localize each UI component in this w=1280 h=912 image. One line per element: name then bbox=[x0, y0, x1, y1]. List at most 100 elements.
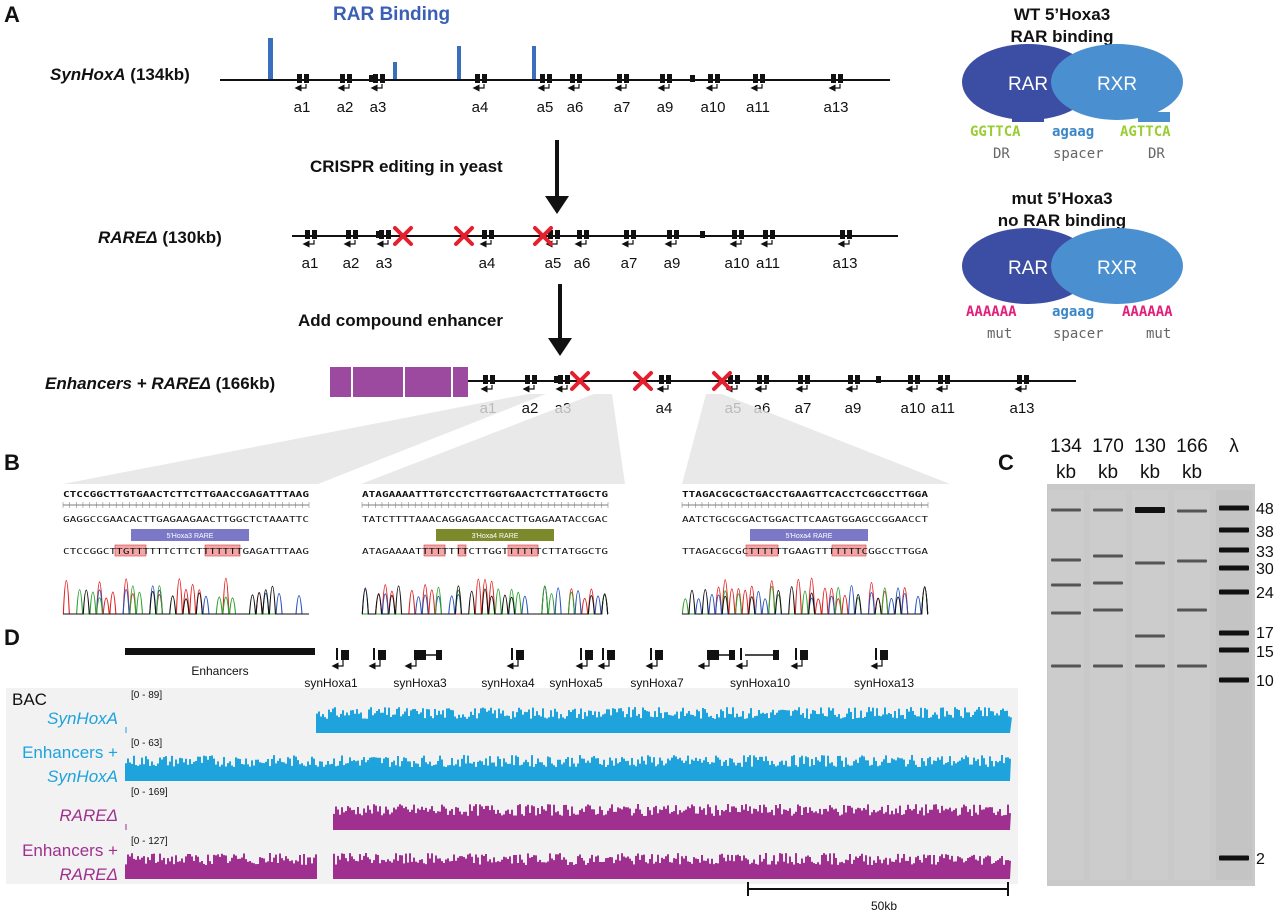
panel-label-c: C bbox=[998, 450, 1014, 475]
track-name: Enhancers + bbox=[22, 743, 118, 762]
gel-band bbox=[1093, 554, 1123, 558]
wt-dr-right: AGTTCA bbox=[1120, 124, 1171, 140]
bac-label: BAC bbox=[12, 690, 47, 709]
gene-label: a11 bbox=[756, 255, 780, 272]
gel-band bbox=[1093, 608, 1123, 612]
gel-marker-label: 10 bbox=[1256, 673, 1274, 690]
mut-title-1: mut 5’Hoxa3 bbox=[1011, 189, 1112, 208]
gel-band bbox=[1219, 647, 1249, 653]
rar-peak bbox=[457, 46, 461, 80]
track-gene-label: synHoxa1 bbox=[304, 676, 358, 690]
complement-sequence: GAGGCCGAACACTTGAGAAGAACTTGGCTCTAAATTC bbox=[63, 515, 309, 524]
gel-band bbox=[1093, 664, 1123, 668]
gel-band bbox=[1219, 855, 1249, 861]
wt-title-2: RAR binding bbox=[1011, 27, 1114, 46]
gene-label: a5 bbox=[537, 99, 554, 116]
gel-band bbox=[1219, 505, 1249, 511]
gel-lanes bbox=[1048, 490, 1252, 880]
track-name: SynHoxA bbox=[47, 709, 118, 728]
gene-label: a5 bbox=[545, 255, 562, 272]
gel-lane-size: 166 bbox=[1176, 436, 1208, 457]
track-name-2: RAREΔ bbox=[59, 865, 118, 884]
gel-band bbox=[1177, 559, 1207, 563]
rar-peak bbox=[393, 62, 397, 80]
gene-label: a3 bbox=[370, 99, 387, 116]
gel-band bbox=[1177, 608, 1207, 612]
gel-band bbox=[1219, 547, 1249, 553]
gel-marker-label: 24 bbox=[1256, 585, 1274, 602]
gel-band bbox=[1093, 508, 1123, 512]
track-name: Enhancers + bbox=[22, 841, 118, 860]
step-enhancer-label: Add compound enhancer bbox=[298, 311, 503, 330]
gel-lane-size: 170 bbox=[1092, 436, 1124, 457]
wt-sub-left: DR bbox=[993, 146, 1010, 162]
wt-spacer: agaag bbox=[1052, 124, 1094, 140]
gene-label: a6 bbox=[567, 99, 584, 116]
gel-marker-label: 2 bbox=[1256, 851, 1265, 868]
gel-lane-unit: kb bbox=[1098, 462, 1118, 483]
coverage-track: [0 - 127]Enhancers +RAREΔ bbox=[22, 836, 1011, 884]
chromatogram: ATAGAAAATTTGTCCTCTTGGTGAACTCTTATGGCTGTAT… bbox=[361, 486, 609, 616]
gel-marker-label: 48 bbox=[1256, 501, 1274, 518]
gene-label: a13 bbox=[1009, 400, 1034, 417]
wt-title-1: WT 5’Hoxa3 bbox=[1014, 5, 1110, 24]
deletion-cross-icon bbox=[712, 371, 732, 391]
gene-label: a9 bbox=[845, 400, 862, 417]
panel-label-b: B bbox=[4, 450, 20, 475]
gel-lane-unit: kb bbox=[1056, 462, 1076, 483]
track-gene-label: synHoxa13 bbox=[854, 676, 914, 690]
panel-label-d: D bbox=[4, 625, 20, 650]
track-gene-label: synHoxa10 bbox=[730, 676, 790, 690]
gene-label: a13 bbox=[832, 255, 857, 272]
gene-label: a3 bbox=[376, 255, 393, 272]
wt-sub-mid: spacer bbox=[1053, 146, 1104, 162]
coverage-tracks: [0 - 89]SynHoxA[0 - 63]Enhancers +SynHox… bbox=[22, 690, 1012, 884]
gel-marker-label: 33 bbox=[1256, 544, 1274, 561]
gel-band bbox=[1219, 677, 1249, 683]
construct-enhancers-rare-label: Enhancers + RAREΔ (166kb) bbox=[45, 374, 275, 393]
gel-band bbox=[1177, 664, 1207, 668]
gene-label: a2 bbox=[343, 255, 360, 272]
gel-marker-label: 15 bbox=[1256, 644, 1274, 661]
gel-band bbox=[1051, 508, 1081, 512]
gel-lane-size: 130 bbox=[1134, 436, 1166, 457]
gel-marker-label: 38 bbox=[1256, 524, 1274, 541]
rar-peak bbox=[268, 38, 273, 80]
mut-left: AAAAAA bbox=[966, 304, 1017, 320]
gel-marker-label: 30 bbox=[1256, 561, 1274, 578]
mut-sub-left: mut bbox=[987, 326, 1012, 342]
gene-label: a1 bbox=[302, 255, 319, 272]
gel-band bbox=[1051, 664, 1081, 668]
gel-band bbox=[1219, 589, 1249, 595]
gel-band bbox=[1135, 561, 1165, 565]
coverage-signal bbox=[316, 707, 1012, 733]
rar-text-mut: RAR bbox=[1008, 258, 1048, 279]
gene-label: a7 bbox=[795, 400, 812, 417]
coverage-signal bbox=[125, 853, 1011, 879]
construct-rare-delta-label: RAREΔ (130kb) bbox=[98, 228, 222, 247]
reference-sequence: CTCCGGCTTGTGAACTCTTCTTGAACCGAGATTTAAG bbox=[63, 490, 309, 499]
coverage-signal bbox=[125, 755, 1011, 781]
scale-bar: 50kb bbox=[747, 882, 1009, 912]
enhancers-label: Enhancers bbox=[191, 664, 248, 678]
gene-label: a10 bbox=[900, 400, 925, 417]
gel-lane-unit: kb bbox=[1140, 462, 1160, 483]
mut-diagram: mut 5’Hoxa3 no RAR binding RAR RXR AAAAA… bbox=[962, 189, 1183, 342]
gel-band bbox=[1177, 509, 1207, 513]
reference-sequence: TTAGACGCGCTGACCTGAAGTTCACCTCGGCCTTGGA bbox=[682, 490, 928, 499]
mut-title-2: no RAR binding bbox=[998, 211, 1126, 230]
gene-label: a11 bbox=[746, 99, 770, 116]
gene-label: a10 bbox=[724, 255, 749, 272]
gene-label: a10 bbox=[700, 99, 725, 116]
wt-sub-right: DR bbox=[1148, 146, 1165, 162]
mut-spacer: agaag bbox=[1052, 304, 1094, 320]
track-range: [0 - 169] bbox=[131, 787, 168, 798]
rxr-text: RXR bbox=[1097, 74, 1137, 95]
gel-lane-size: 134 bbox=[1050, 436, 1082, 457]
